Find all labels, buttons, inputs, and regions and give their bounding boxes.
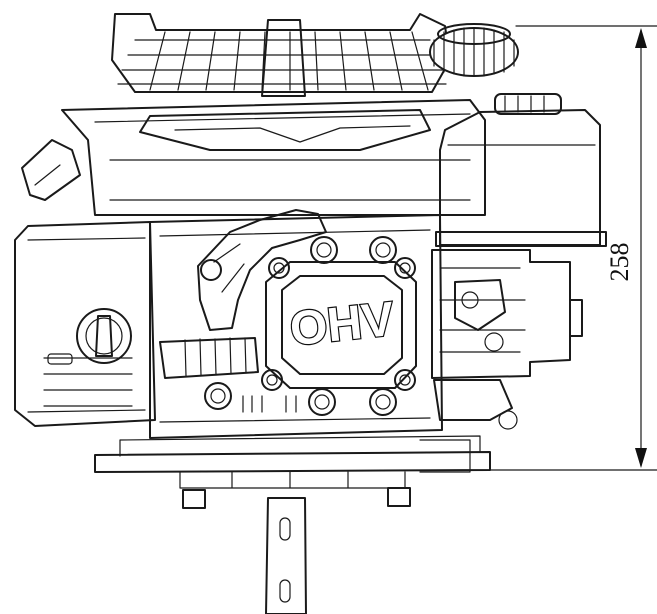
- ohv-badge-label: OHV: [287, 293, 396, 357]
- starter-grille: [149, 31, 429, 91]
- height-dimension: 258: [489, 25, 657, 471]
- carburetor: [431, 249, 583, 430]
- dimension-arrow-bottom: [635, 448, 647, 468]
- fuel-tank: [435, 109, 607, 247]
- fuel-cap: [429, 23, 519, 77]
- spark-plug-lead: [197, 209, 327, 331]
- recoil-starter-cover: [111, 13, 451, 97]
- exhaust-pipe: [159, 337, 297, 413]
- oil-filler-cap: [494, 93, 562, 115]
- throttle-lever: [21, 139, 81, 201]
- crankcase-block: [149, 214, 443, 439]
- height-dimension-label: 258: [605, 243, 634, 282]
- crankshaft: [265, 497, 307, 614]
- engine-shroud: [61, 99, 486, 216]
- valve-cover: OHV: [265, 261, 417, 389]
- cylinder-head-bolts: [204, 236, 416, 416]
- dimension-arrow-top: [635, 28, 647, 48]
- muffler-housing: [14, 221, 156, 427]
